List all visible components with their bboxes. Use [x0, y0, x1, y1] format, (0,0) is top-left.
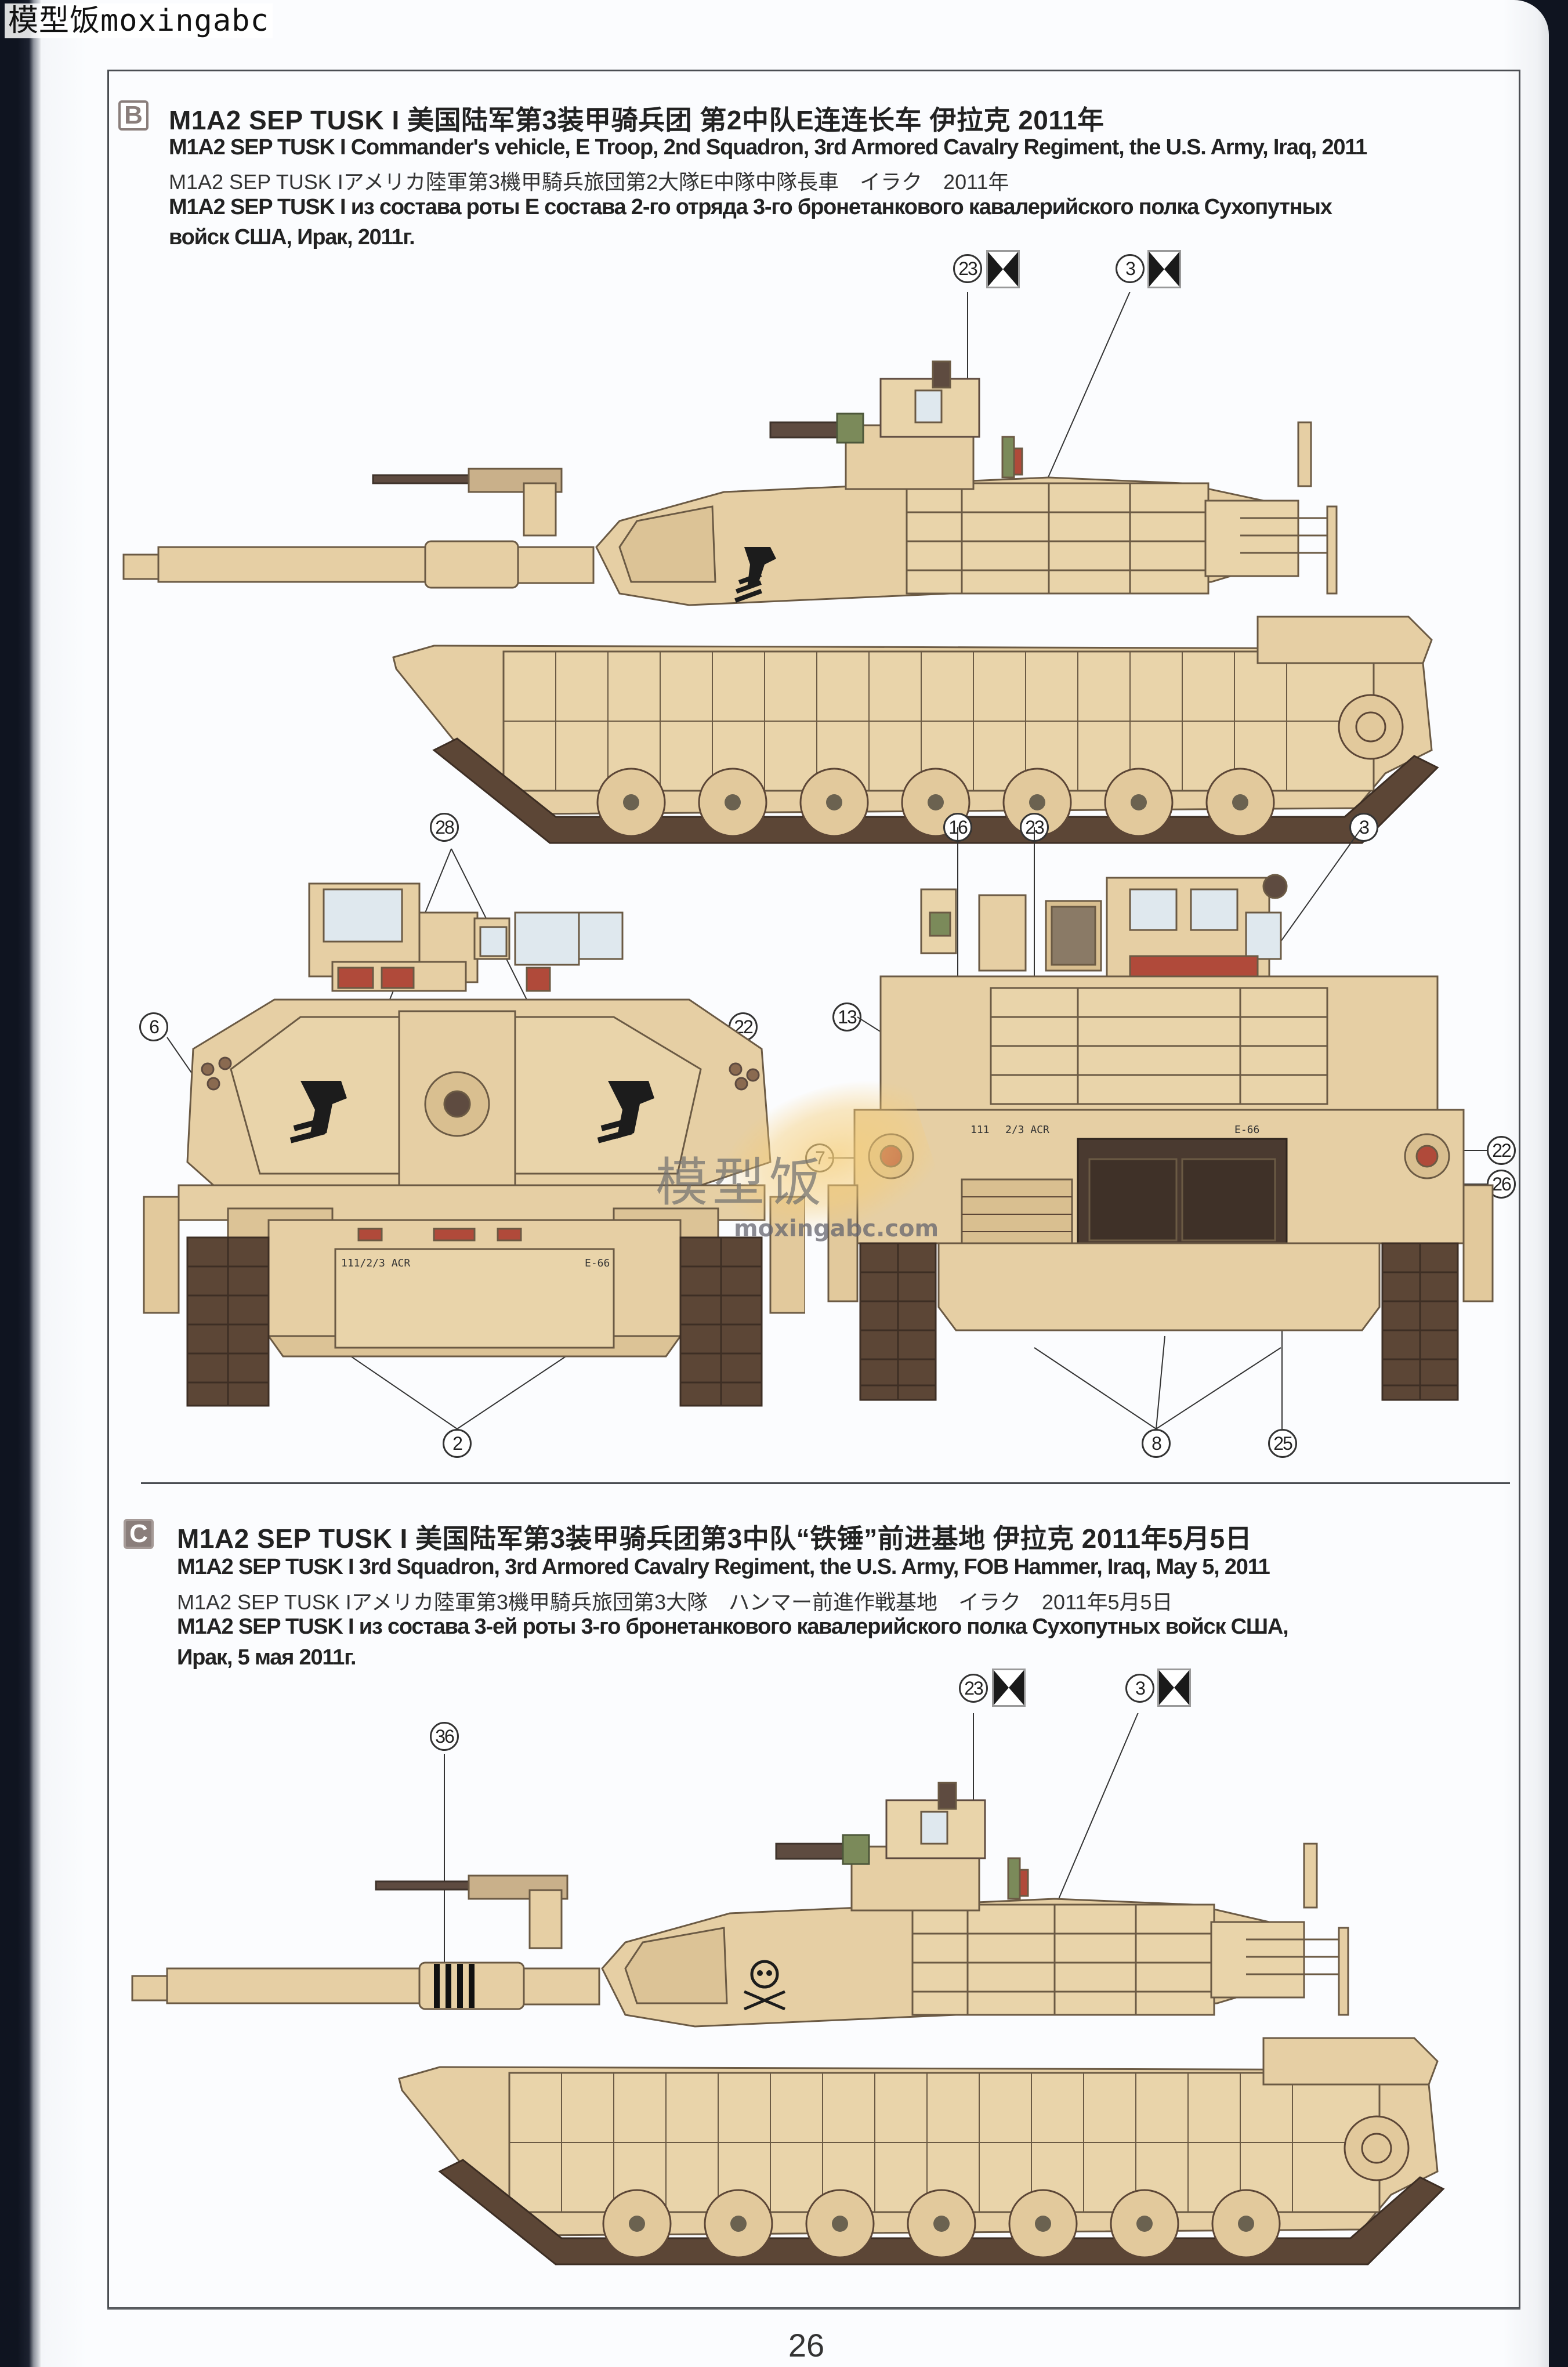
stencil-bumper-right: E-66 — [585, 1257, 610, 1269]
section-b-title-zh: M1A2 SEP TUSK I 美国陆军第3装甲骑兵团 第2中队E连连长车 伊拉… — [169, 105, 1105, 135]
callout-3: 3 — [1125, 1674, 1154, 1703]
callout-8: 8 — [1142, 1429, 1171, 1458]
page-number: 26 — [788, 2327, 825, 2364]
callout-13: 13 — [832, 1002, 861, 1032]
section-divider — [141, 1482, 1510, 1484]
callout-6: 6 — [139, 1012, 168, 1041]
callout-25: 25 — [1268, 1429, 1297, 1458]
tank-side-view-c — [131, 1713, 1445, 2265]
callout-2: 2 — [443, 1429, 472, 1458]
section-badge-b: B — [118, 100, 149, 131]
stencil-bumper-left: 111/2/3 ACR — [341, 1257, 410, 1269]
callout-3: 3 — [1349, 813, 1378, 842]
footer-rule — [107, 2308, 1520, 2310]
color-profile-frame: B M1A2 SEP TUSK I 美国陆军第3装甲骑兵团 第2中队E连连长车 … — [107, 70, 1520, 2309]
stencil-rear-111: 111 — [971, 1124, 990, 1136]
callout-28: 28 — [430, 813, 459, 842]
watermark-center-cn: 模型饭 — [656, 1152, 826, 1213]
callout-26: 26 — [1487, 1170, 1516, 1199]
stencil-rear-acr: 2/3 ACR — [1005, 1124, 1049, 1136]
hourglass-marker-icon — [992, 1669, 1026, 1707]
section-c-title-zh: M1A2 SEP TUSK I 美国陆军第3装甲骑兵团第3中队“铁锤”前进基地 … — [177, 1523, 1252, 1554]
section-c-title-ru-1: M1A2 SEP TUSK I из состава 3-ей роты 3-г… — [177, 1615, 1289, 1639]
hourglass-marker-icon — [1157, 1669, 1191, 1707]
hourglass-marker-icon — [1147, 250, 1181, 288]
section-b-title-ja: M1A2 SEP TUSK Iアメリカ陸軍第3機甲騎兵旅団第2大隊E中隊中隊長車… — [169, 170, 1009, 194]
callout-36: 36 — [430, 1722, 459, 1751]
callout-23: 23 — [959, 1674, 988, 1703]
callout-23: 23 — [953, 254, 982, 283]
callout-3: 3 — [1116, 254, 1145, 283]
section-c-title-en: M1A2 SEP TUSK I 3rd Squadron, 3rd Armore… — [177, 1555, 1270, 1579]
section-b-title-ru-2: войск США, Ирак, 2011г. — [169, 225, 415, 249]
watermark-top-left: 模型饭moxingabc — [5, 3, 273, 38]
stencil-rear-e66: E-66 — [1234, 1124, 1259, 1136]
tank-side-view-b — [122, 292, 1439, 844]
tank-rear-view-b: 111 2/3 ACR E-66 — [827, 827, 1494, 1429]
tank-front-view-b: 111/2/3 ACR E-66 — [143, 848, 805, 1429]
section-c-title-ja: M1A2 SEP TUSK Iアメリカ陸軍第3機甲騎兵旅団第3大隊 ハンマー前進… — [177, 1590, 1173, 1614]
section-b-title-en: M1A2 SEP TUSK I Commander's vehicle, E T… — [169, 135, 1367, 160]
section-badge-c: C — [124, 1519, 154, 1549]
hourglass-marker-icon — [986, 250, 1020, 288]
section-b-title-ru-1: M1A2 SEP TUSK I из состава роты E состав… — [169, 195, 1332, 219]
callout-22: 22 — [1487, 1136, 1516, 1165]
page-binding-shadow — [17, 0, 41, 2367]
section-c-title-ru-2: Ирак, 5 мая 2011г. — [177, 1645, 357, 1670]
watermark-center-en: moxingabc.com — [734, 1215, 939, 1242]
